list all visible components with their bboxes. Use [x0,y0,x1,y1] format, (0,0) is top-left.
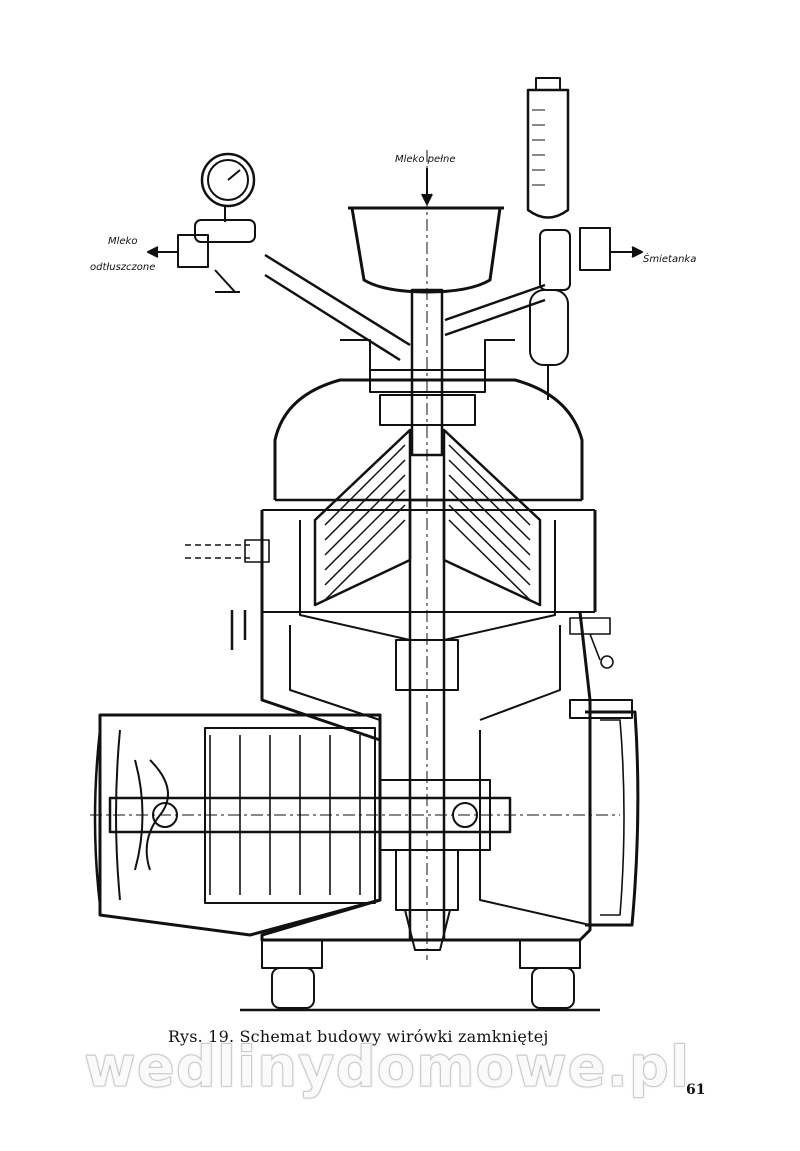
bowl-cover [260,378,597,613]
label-milk-in: Mleko pełne [395,154,456,165]
cream-outlet [444,77,643,400]
figure-caption: Rys. 19. Schemat budowy wirówki zamknięt… [168,1027,549,1046]
gear-housing-right [569,699,640,927]
label-cream-out: Śmietanka [643,252,696,265]
side-valve-right [569,617,614,669]
frame [260,611,592,942]
spindle [395,150,459,960]
label-skim-out-line1: Mleko [108,236,137,247]
label-skim-out-line2: odtłuszczone [90,262,155,273]
inlet-arrow [421,168,433,205]
page-number: 61 [686,1082,706,1098]
motor-shaft [90,779,620,851]
disc-stack [299,428,556,641]
watermark: wedlinydomowe.pl [84,1035,691,1101]
left-foot [261,939,323,1009]
right-foot [519,939,581,1009]
skim-outlet [147,152,411,362]
motor-housing [93,713,382,937]
inlet-funnel [348,206,504,294]
side-valve-left [185,539,270,650]
